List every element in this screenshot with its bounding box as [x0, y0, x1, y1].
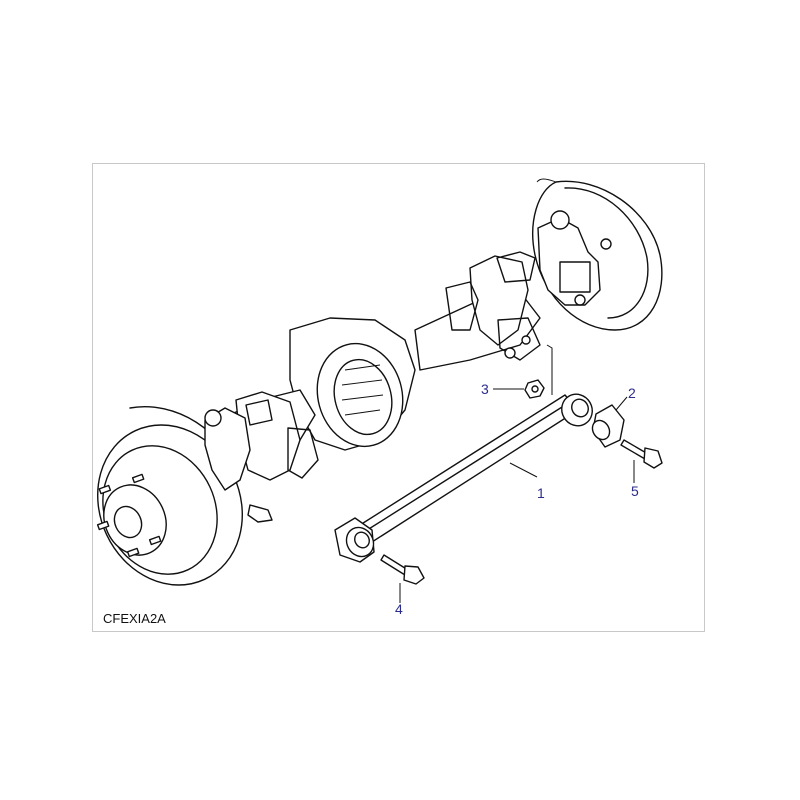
callout-3: 3 [481, 381, 489, 397]
figure-code: CFEXIA2A [103, 611, 166, 626]
axle-housing [219, 251, 541, 481]
bush [591, 404, 625, 448]
left-steering-knuckle [204, 407, 273, 523]
front-bolt [380, 554, 425, 585]
leader-lines [399, 344, 635, 603]
lower-link-arm [334, 393, 593, 563]
callout-1: 1 [537, 485, 545, 501]
left-brake-disc [96, 406, 243, 586]
rear-bolt [620, 439, 663, 469]
callout-5: 5 [631, 483, 639, 499]
callout-2: 2 [628, 385, 636, 401]
nut [524, 379, 545, 399]
callout-4: 4 [395, 601, 403, 617]
right-steering-knuckle [537, 210, 612, 306]
